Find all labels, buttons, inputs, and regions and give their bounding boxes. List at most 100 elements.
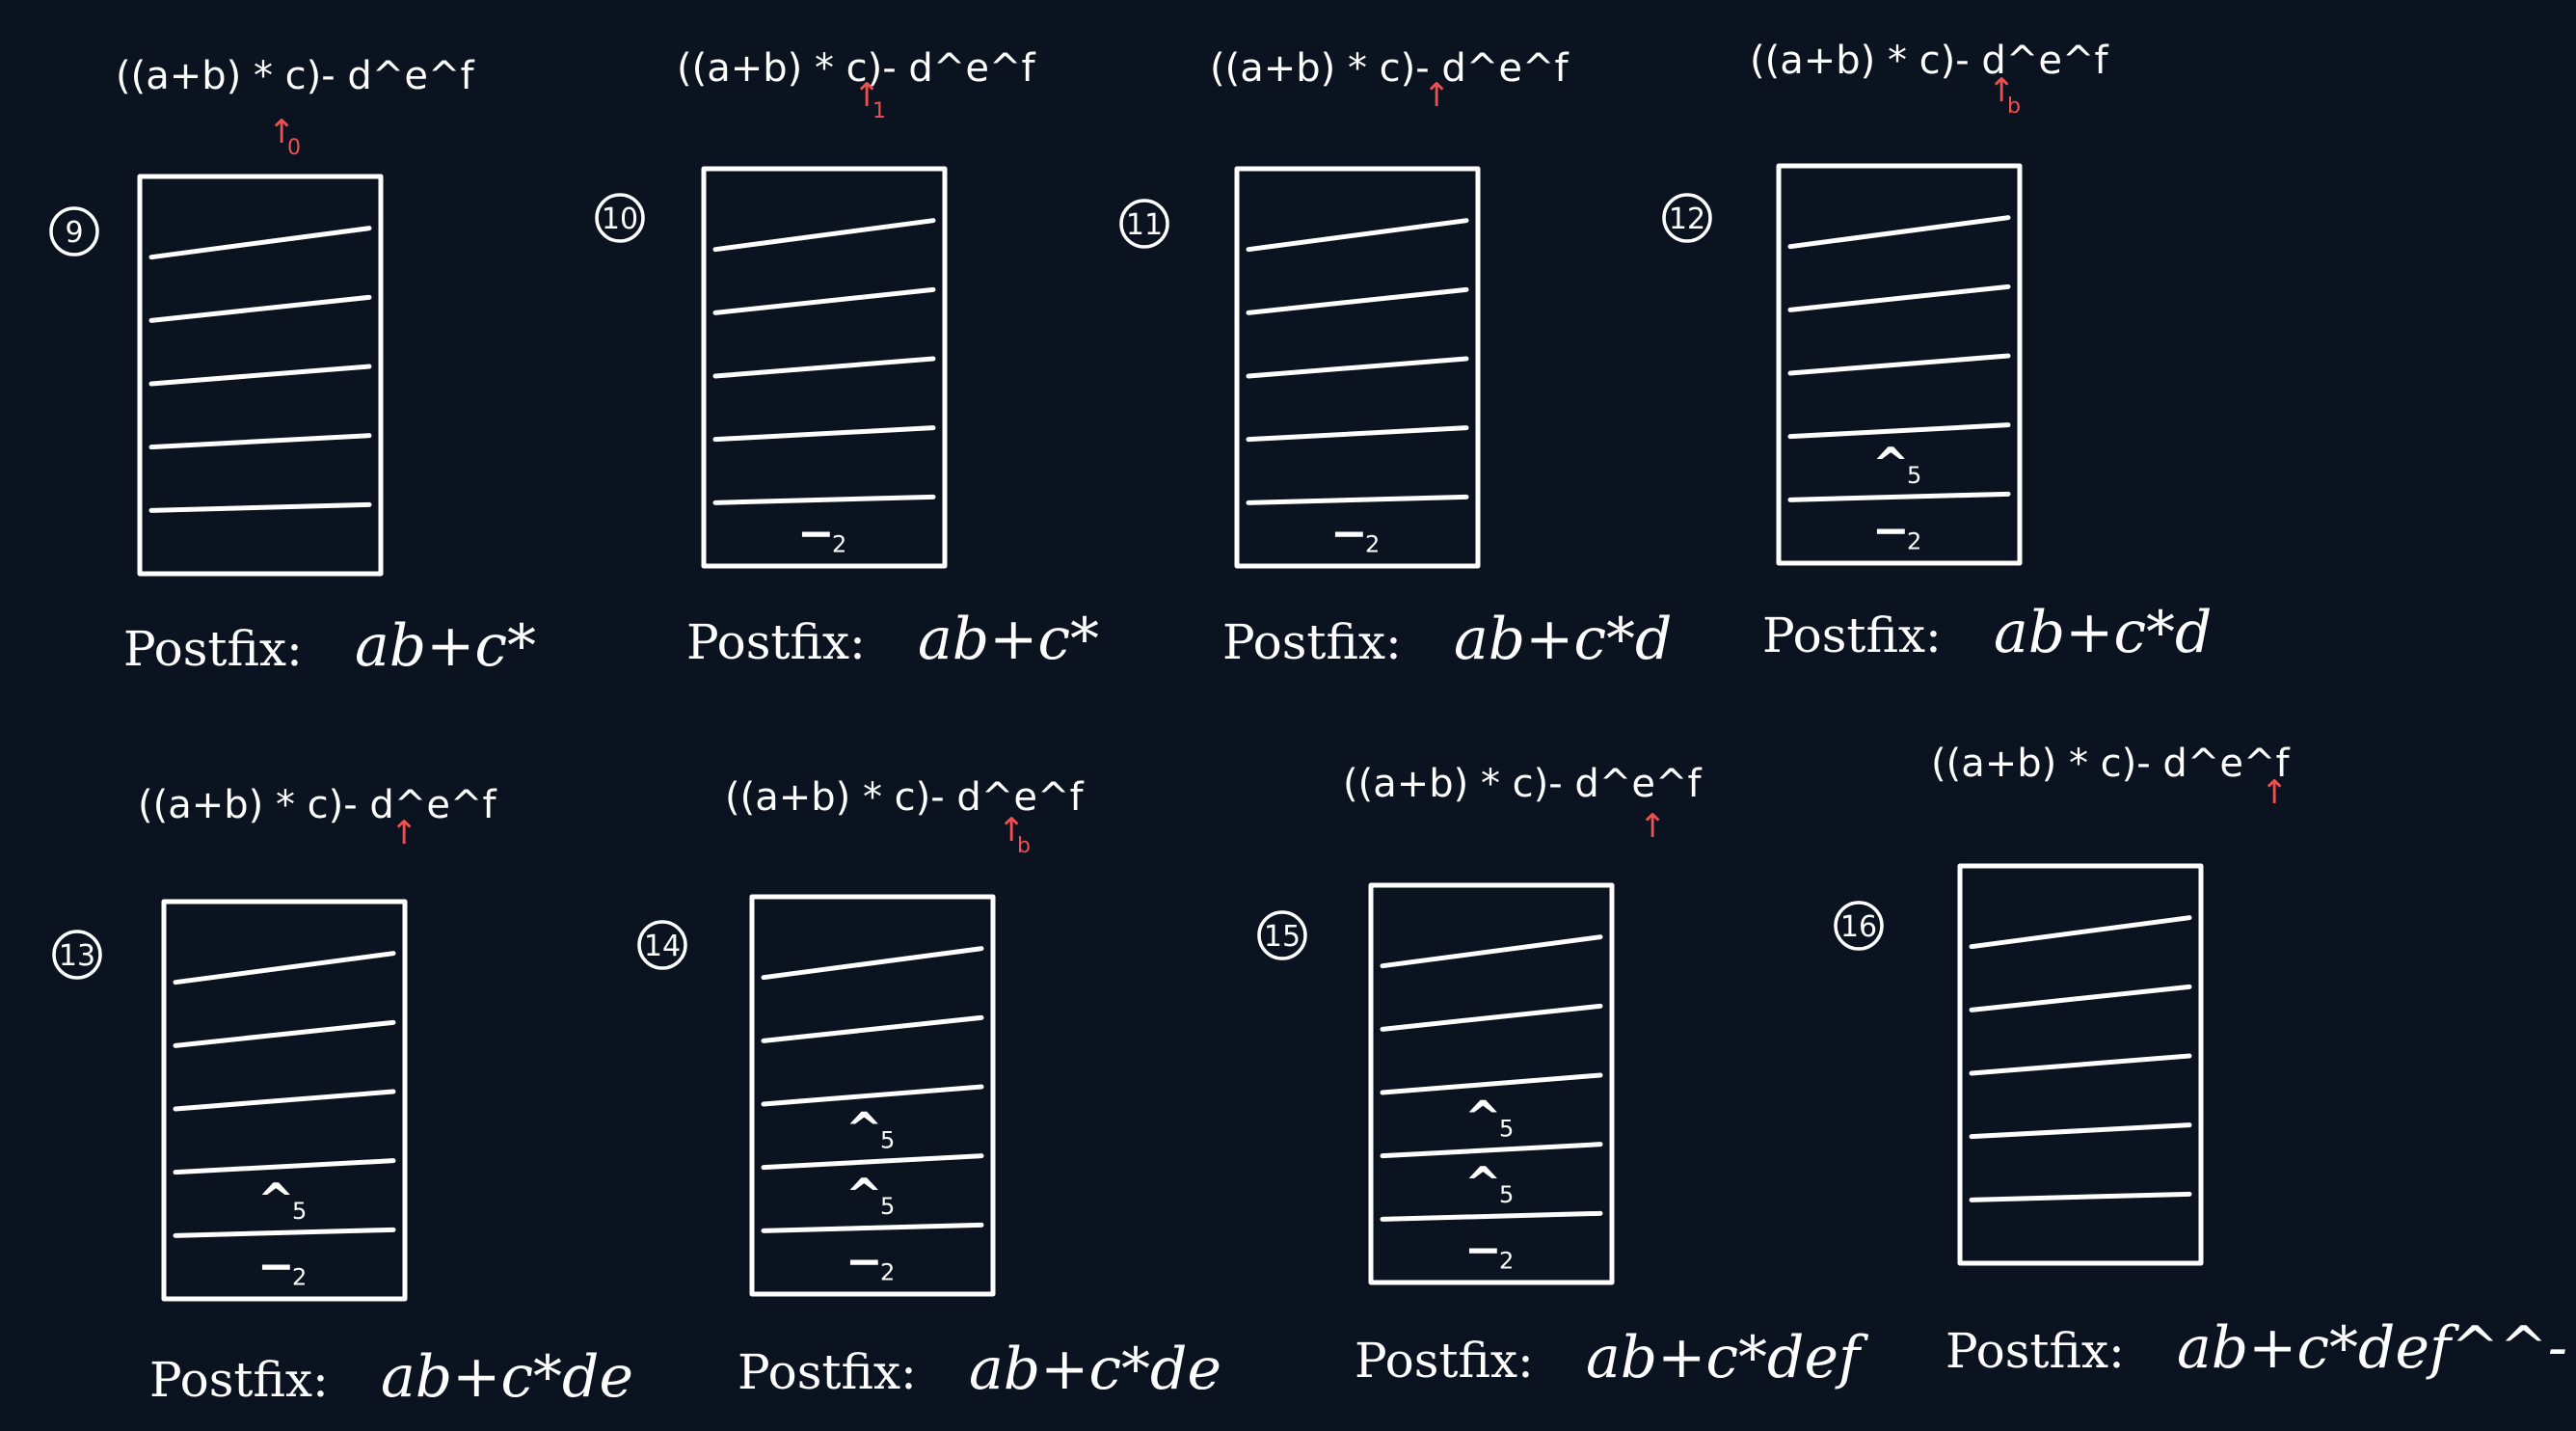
step-number: 11	[1126, 208, 1163, 242]
stack-precedence: 2	[880, 1259, 895, 1286]
stack-slot-divider	[1380, 934, 1603, 969]
stack-precedence: 2	[1499, 1248, 1514, 1275]
postfix-label: Postfix:	[1355, 1333, 1534, 1389]
stack-box	[749, 894, 996, 1297]
stack-slot-divider	[173, 1227, 396, 1238]
infix-expression: ((a+b) * c)- d^e^f	[1750, 39, 2108, 83]
postfix-label: Postfix:	[123, 621, 303, 677]
postfix-label: Postfix:	[686, 614, 866, 670]
stack-slot-divider	[761, 1222, 984, 1233]
stack-operator: −	[845, 1235, 883, 1287]
stack-operator: ^	[1464, 1091, 1502, 1143]
postfix-label: Postfix:	[1945, 1323, 2125, 1379]
stack-slot-divider	[173, 951, 396, 986]
stack-precedence: 5	[1499, 1115, 1514, 1142]
postfix-label: Postfix:	[1222, 614, 1402, 670]
stack-slot-divider	[173, 1019, 396, 1048]
stack-precedence: 2	[1365, 531, 1380, 558]
stack-slot-divider	[761, 1084, 984, 1107]
step-panel-15: ((a+b) * c)- d^e^f↑15−2^5^5Postfix:ab+c*…	[1257, 762, 1869, 1391]
infix-expression: ((a+b) * c)- d^e^f	[1210, 46, 1569, 91]
step-number: 16	[1840, 910, 1877, 944]
stack-slot-divider	[173, 1158, 396, 1175]
scan-pointer-icon: ↑	[390, 814, 418, 852]
step-number-circle	[595, 193, 645, 243]
postfix-output: ab+c*de	[381, 1343, 633, 1411]
stack-slot-divider	[712, 425, 936, 443]
infix-expression: ((a+b) * c)- d^e^f	[1343, 762, 1702, 806]
stack-operator: ^	[845, 1169, 883, 1221]
stack-slot-divider	[761, 1153, 984, 1171]
stack-slot-divider	[1246, 494, 1469, 505]
stack-slot-divider	[1380, 1072, 1603, 1095]
step-panel-14: ((a+b) * c)- d^e^f↑b14−2^5^5Postfix:ab+c…	[637, 775, 1221, 1403]
stack-slot-divider	[1246, 356, 1469, 379]
stack-slot-divider	[148, 226, 372, 260]
stack-slot-divider	[1380, 1142, 1603, 1159]
scan-pointer-icon: ↑	[1423, 76, 1451, 115]
step-number-circle	[1662, 193, 1712, 243]
postfix-label: Postfix:	[149, 1352, 329, 1408]
stack-slot-divider	[1246, 218, 1469, 253]
scan-pointer-icon: ↑	[998, 811, 1026, 850]
postfix-output: ab+c*	[918, 606, 1099, 673]
infix-expression: ((a+b) * c)- d^e^f	[138, 783, 496, 827]
scan-pointer-icon: ↑	[268, 113, 296, 151]
postfix-output: ab+c*	[355, 612, 536, 680]
step-number-circle	[637, 920, 687, 970]
stack-precedence: 5	[1907, 462, 1921, 489]
stack-slot-divider	[1969, 915, 2192, 950]
infix-expression: ((a+b) * c)- d^e^f	[725, 775, 1084, 820]
stack-operator: −	[1330, 507, 1368, 559]
stack-box	[1368, 882, 1615, 1285]
step-number: 14	[644, 930, 681, 963]
scan-pointer-subscript: 1	[872, 99, 886, 123]
step-number: 15	[1264, 920, 1301, 954]
stack-box	[137, 174, 384, 577]
stack-slot-divider	[148, 501, 372, 513]
stack-box	[1957, 863, 2204, 1266]
postfix-output: ab+c*de	[969, 1336, 1221, 1403]
stack-operator: ^	[257, 1174, 295, 1226]
postfix-output: ab+c*def	[1586, 1324, 1869, 1391]
scan-pointer-subscript: b	[1017, 834, 1031, 858]
stack-slot-divider	[148, 294, 372, 323]
stack-precedence: 5	[880, 1126, 895, 1153]
stack-slot-divider	[1787, 353, 2011, 376]
scan-pointer-icon: ↑	[1639, 807, 1667, 846]
scan-pointer-icon: ↑	[853, 76, 881, 115]
stack-operator: ^	[845, 1102, 883, 1154]
stack-slot-divider	[1787, 491, 2011, 502]
step-number-circle	[49, 206, 99, 256]
stack-slot-divider	[1787, 284, 2011, 312]
stack-box	[161, 899, 408, 1302]
stack-precedence: 5	[292, 1198, 307, 1225]
stack-slot-divider	[1787, 215, 2011, 250]
stack-slot-divider	[712, 218, 936, 253]
stack-slot-divider	[712, 356, 936, 379]
scan-pointer-icon: ↑	[2261, 773, 2289, 812]
stack-slot-divider	[173, 1089, 396, 1112]
step-number: 13	[59, 939, 95, 973]
stack-precedence: 5	[1499, 1181, 1514, 1208]
stack-slot-divider	[148, 364, 372, 387]
step-number: 9	[65, 216, 83, 250]
scan-pointer-subscript: 0	[287, 136, 301, 160]
stack-slot-divider	[1969, 984, 2192, 1012]
stack-operator: −	[1872, 504, 1910, 556]
infix-expression: ((a+b) * c)- d^e^f	[116, 54, 474, 98]
stack-operator: −	[1464, 1224, 1502, 1276]
scan-pointer-subscript: b	[2007, 94, 2021, 119]
stack-slot-divider	[1969, 1122, 2192, 1140]
step-number: 12	[1669, 202, 1705, 236]
postfix-label: Postfix:	[738, 1344, 917, 1400]
stack-box	[1234, 166, 1481, 569]
stack-box	[1776, 163, 2023, 566]
